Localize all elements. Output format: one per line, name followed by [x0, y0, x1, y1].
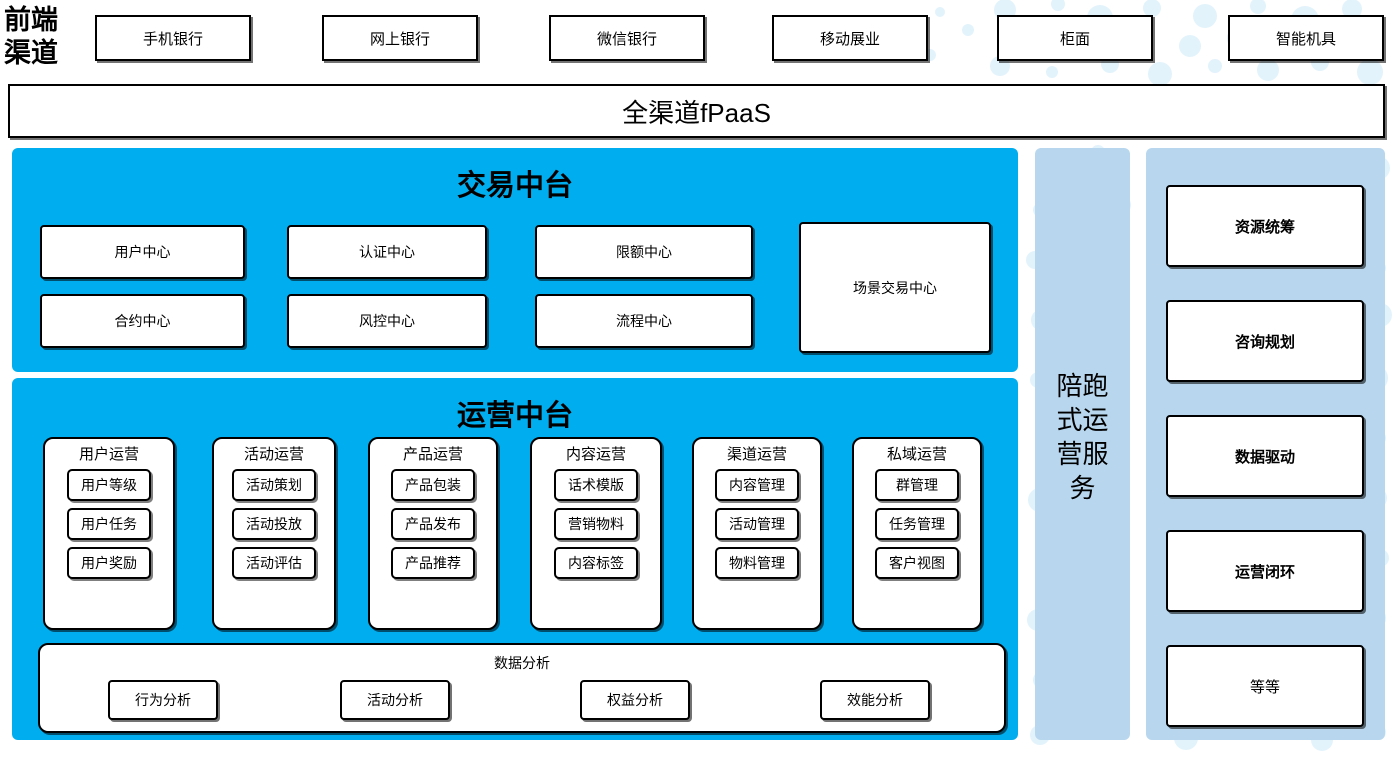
platform-bar-fpaas: 全渠道fPaaS	[8, 84, 1385, 138]
service-column-label: 陪跑 式运 营服 务	[1035, 369, 1130, 505]
op-item[interactable]: 产品推荐	[391, 547, 475, 579]
capability-column-panel: 资源统筹 咨询规划 数据驱动 运营闭环 等等	[1146, 148, 1385, 740]
op-group-activity[interactable]: 活动运营 活动策划 活动投放 活动评估	[212, 437, 336, 630]
op-group-title: 内容运营	[565, 446, 626, 463]
op-group-private-domain[interactable]: 私域运营 群管理 任务管理 客户视图	[852, 437, 982, 630]
front-channel-label: 前端 渠道	[4, 4, 82, 70]
trade-box-risk-center[interactable]: 风控中心	[287, 294, 487, 348]
service-label-line2: 式运	[1056, 405, 1109, 435]
service-label-line4: 务	[1069, 473, 1096, 503]
op-group-title: 渠道运营	[726, 446, 787, 463]
data-analysis-benefit[interactable]: 权益分析	[580, 680, 690, 720]
trade-box-auth-center[interactable]: 认证中心	[287, 225, 487, 279]
capability-consulting-planning[interactable]: 咨询规划	[1166, 300, 1364, 382]
data-analysis-group: 数据分析 行为分析 活动分析 权益分析 效能分析	[38, 643, 1006, 733]
op-group-title: 私域运营	[886, 446, 947, 463]
op-group-user[interactable]: 用户运营 用户等级 用户任务 用户奖励	[43, 437, 175, 630]
capability-resource-coordination[interactable]: 资源统筹	[1166, 185, 1364, 267]
trade-center-title: 交易中台	[456, 170, 573, 202]
channel-wechat-bank[interactable]: 微信银行	[549, 15, 705, 61]
channel-counter[interactable]: 柜面	[997, 15, 1153, 61]
op-group-title: 活动运营	[243, 446, 304, 463]
service-column-panel: 陪跑 式运 营服 务	[1035, 148, 1130, 740]
op-item[interactable]: 活动策划	[232, 469, 316, 501]
op-item[interactable]: 群管理	[875, 469, 959, 501]
op-group-title: 产品运营	[402, 446, 463, 463]
op-group-product[interactable]: 产品运营 产品包装 产品发布 产品推荐	[368, 437, 498, 630]
op-item[interactable]: 用户奖励	[67, 547, 151, 579]
op-item[interactable]: 物料管理	[715, 547, 799, 579]
op-item[interactable]: 用户等级	[67, 469, 151, 501]
data-analysis-behavior[interactable]: 行为分析	[108, 680, 218, 720]
op-item[interactable]: 客户视图	[875, 547, 959, 579]
op-item[interactable]: 内容标签	[554, 547, 638, 579]
data-analysis-activity[interactable]: 活动分析	[340, 680, 450, 720]
capability-operation-closed-loop[interactable]: 运营闭环	[1166, 530, 1364, 612]
channel-mobile-bank[interactable]: 手机银行	[95, 15, 251, 61]
trade-box-user-center[interactable]: 用户中心	[40, 225, 245, 279]
front-channel-label-line1: 前端	[4, 5, 58, 35]
op-item[interactable]: 产品发布	[391, 508, 475, 540]
op-group-title: 用户运营	[78, 446, 139, 463]
op-item[interactable]: 话术模版	[554, 469, 638, 501]
operation-center-title: 运营中台	[456, 400, 573, 432]
op-item[interactable]: 活动管理	[715, 508, 799, 540]
data-analysis-title: 数据分析	[494, 655, 550, 671]
data-analysis-efficiency[interactable]: 效能分析	[820, 680, 930, 720]
capability-data-driven[interactable]: 数据驱动	[1166, 415, 1364, 497]
capability-etc[interactable]: 等等	[1166, 645, 1364, 727]
front-channel-label-line2: 渠道	[4, 38, 58, 68]
op-item[interactable]: 内容管理	[715, 469, 799, 501]
op-item[interactable]: 任务管理	[875, 508, 959, 540]
op-group-channel[interactable]: 渠道运营 内容管理 活动管理 物料管理	[692, 437, 822, 630]
op-item[interactable]: 营销物料	[554, 508, 638, 540]
op-item[interactable]: 用户任务	[67, 508, 151, 540]
op-item[interactable]: 活动投放	[232, 508, 316, 540]
trade-box-contract-center[interactable]: 合约中心	[40, 294, 245, 348]
op-group-content[interactable]: 内容运营 话术模版 营销物料 内容标签	[530, 437, 662, 630]
service-label-line3: 营服	[1056, 439, 1109, 469]
op-item[interactable]: 产品包装	[391, 469, 475, 501]
service-label-line1: 陪跑	[1056, 371, 1109, 401]
channel-smart-machine[interactable]: 智能机具	[1228, 15, 1384, 61]
trade-box-limit-center[interactable]: 限额中心	[535, 225, 753, 279]
channel-mobile-biz[interactable]: 移动展业	[772, 15, 928, 61]
trade-box-scene-trade-center[interactable]: 场景交易中心	[799, 222, 991, 353]
trade-box-process-center[interactable]: 流程中心	[535, 294, 753, 348]
op-item[interactable]: 活动评估	[232, 547, 316, 579]
channel-online-bank[interactable]: 网上银行	[322, 15, 478, 61]
